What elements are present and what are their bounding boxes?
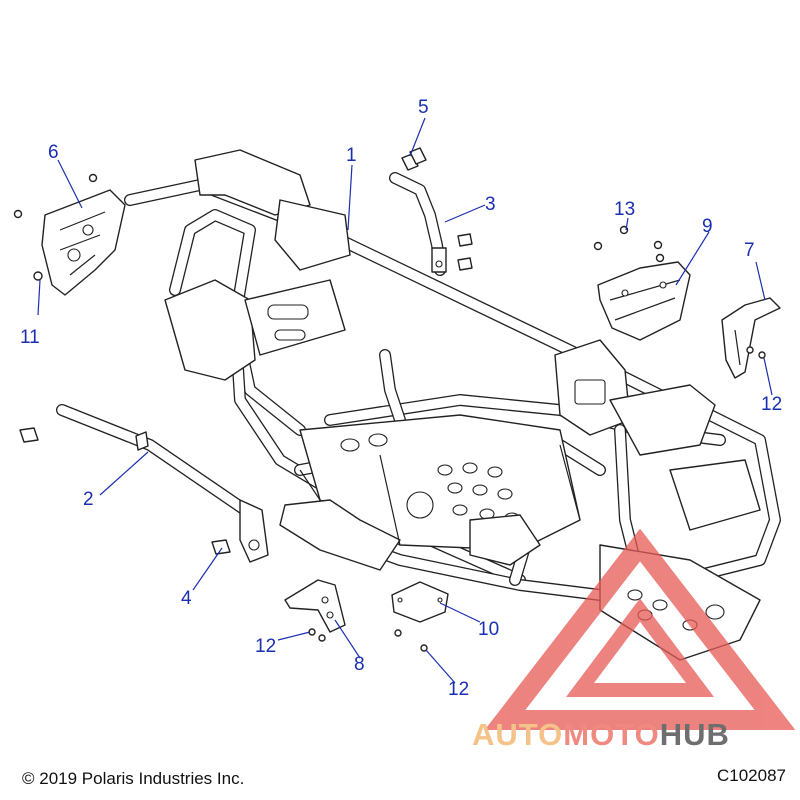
callout-5: 5 [418, 97, 429, 118]
watermark-text-moto: MOTO [563, 717, 660, 752]
callout-12-left: 12 [255, 636, 276, 657]
front-cross-tube [56, 404, 269, 563]
callout-9: 9 [702, 216, 713, 237]
fasteners [13, 147, 766, 652]
skid-plate [597, 261, 691, 341]
main-frame [124, 149, 781, 661]
copyright-notice: © 2019 Polaris Industries Inc. [22, 769, 245, 788]
callout-10: 10 [478, 619, 499, 640]
watermark-logo [484, 528, 796, 730]
callout-4: 4 [181, 588, 192, 609]
callout-11: 11 [20, 327, 40, 348]
callout-labels: 1 2 3 4 5 6 7 8 9 10 11 12 12 12 13 [20, 97, 782, 700]
bent-tube [389, 172, 447, 276]
callout-6: 6 [48, 142, 59, 163]
access-plate [391, 581, 449, 623]
lower-bracket [284, 579, 346, 633]
figure-id: C102087 [716, 766, 786, 785]
callout-13: 13 [614, 199, 635, 220]
watermark-text-hub: HUB [659, 717, 730, 752]
watermark-text-auto: AUTO [472, 717, 564, 752]
floor-holes [340, 433, 520, 524]
callout-8: 8 [354, 654, 365, 675]
callout-12-right: 12 [761, 394, 782, 415]
watermark-text: AUTOMOTOHUB [472, 717, 730, 753]
callout-1: 1 [346, 145, 357, 166]
rear-right-bracket [721, 297, 781, 379]
front-left-bracket [41, 189, 126, 296]
leader-lines [37, 117, 773, 684]
callout-3: 3 [485, 194, 496, 215]
callout-2: 2 [83, 489, 94, 510]
callout-7: 7 [744, 240, 755, 261]
callout-12-bottom: 12 [448, 679, 469, 700]
